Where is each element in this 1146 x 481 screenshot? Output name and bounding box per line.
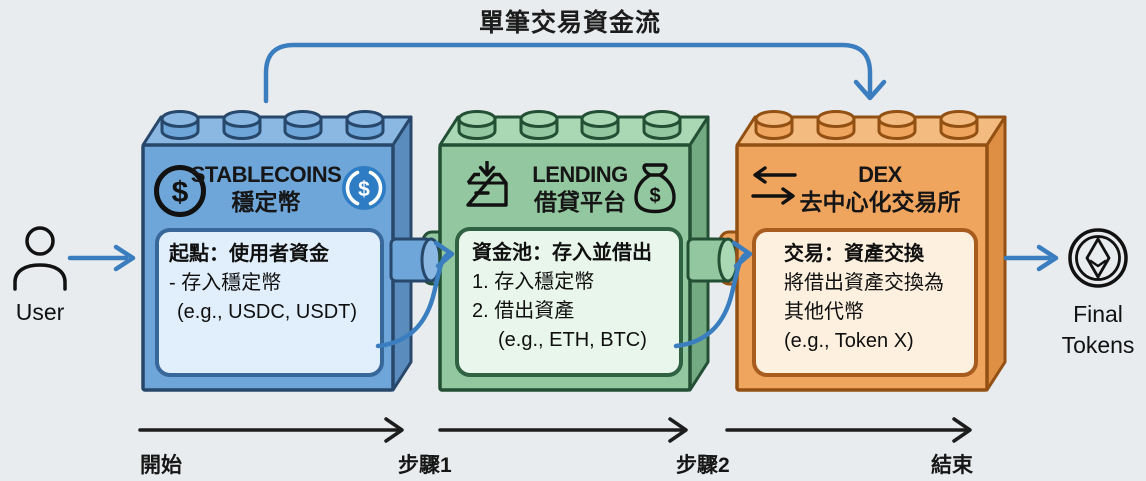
- stablecoins-stud-top: [222, 110, 262, 128]
- dex-panel-line: (e.g., Token X): [784, 330, 914, 352]
- dex-header: DEX 去中心化交易所: [792, 162, 968, 216]
- lending-panel-heading: 資金池：存入並借出: [472, 242, 652, 264]
- lending-panel-line: (e.g., ETH, BTC): [498, 329, 647, 351]
- lending-header: LENDING 借貸平台: [500, 162, 660, 216]
- lending-stud-top: [642, 110, 682, 128]
- money-bag-icon: $: [633, 162, 677, 214]
- stablecoins-stud-top: [345, 110, 385, 128]
- stablecoins-subtitle: 穩定幣: [231, 189, 301, 215]
- user-endpoint: User: [12, 226, 68, 328]
- stablecoins-panel: 起點：使用者資金 - 存入穩定幣 (e.g., USDC, USDT): [155, 228, 384, 377]
- svg-text:$: $: [172, 176, 189, 209]
- dex-stud-top: [754, 110, 794, 128]
- stablecoins-panel-heading: 起點：使用者資金: [169, 243, 329, 265]
- stablecoins-panel-line: - 存入穩定幣: [169, 272, 282, 294]
- svg-text:$: $: [649, 185, 660, 207]
- final-tokens-label: Final Tokens: [1061, 301, 1135, 358]
- lending-title: LENDING: [532, 162, 628, 187]
- usdc-coin-icon: $: [341, 165, 387, 211]
- dex-stud-top: [877, 110, 917, 128]
- dex-panel-line: 其他代幣: [784, 301, 864, 323]
- timeline-label-step1: 步驟1: [398, 454, 452, 477]
- timeline-label-start: 開始: [140, 454, 182, 477]
- lending-peg-cap: [717, 237, 739, 283]
- lending-stud-top: [457, 110, 497, 128]
- stablecoins-header: STABLECOINS 穩定幣: [190, 162, 342, 216]
- user-label: User: [15, 299, 65, 325]
- dex-panel-line: 將借出資產交換為: [784, 272, 944, 294]
- dex-subtitle: 去中心化交易所: [799, 189, 961, 215]
- lending-panel-line: 1. 存入穩定幣: [472, 271, 595, 293]
- diagram-title: 單筆交易資金流: [478, 9, 661, 37]
- dex-panel-heading: 交易：資產交換: [784, 243, 924, 265]
- swap-arrows-icon: [751, 166, 797, 206]
- lending-stud-top: [580, 110, 620, 128]
- dex-panel: 交易：資產交換 將借出資產交換為 其他代幣 (e.g., Token X): [752, 228, 978, 377]
- dex-stud-top: [939, 110, 979, 128]
- deposit-box-icon: [464, 161, 510, 211]
- dollar-coin-icon: $: [153, 164, 207, 218]
- stablecoins-panel-line: (e.g., USDC, USDT): [177, 301, 358, 323]
- stablecoins-title: STABLECOINS: [190, 162, 342, 187]
- lending-subtitle: 借貸平台: [534, 189, 626, 215]
- dex-title: DEX: [858, 162, 902, 187]
- lending-stud-top: [519, 110, 559, 128]
- stablecoins-stud-top: [160, 110, 200, 128]
- stablecoins-peg-cap: [420, 237, 442, 283]
- dex-block-side: [985, 115, 1007, 392]
- final-tokens-endpoint: Final Tokens: [1060, 227, 1136, 361]
- eth-token-icon: [1067, 227, 1129, 289]
- lending-panel: 資金池：存入並借出 1. 存入穩定幣 2. 借出資產 (e.g., ETH, B…: [455, 227, 683, 377]
- svg-text:$: $: [358, 178, 370, 201]
- lending-panel-line: 2. 借出資產: [472, 300, 575, 322]
- user-icon: [12, 226, 68, 292]
- stablecoins-stud-top: [283, 110, 323, 128]
- timeline-label-step2: 步驟2: [676, 454, 730, 477]
- timeline-label-end: 結束: [931, 454, 973, 477]
- dex-stud-top: [816, 110, 856, 128]
